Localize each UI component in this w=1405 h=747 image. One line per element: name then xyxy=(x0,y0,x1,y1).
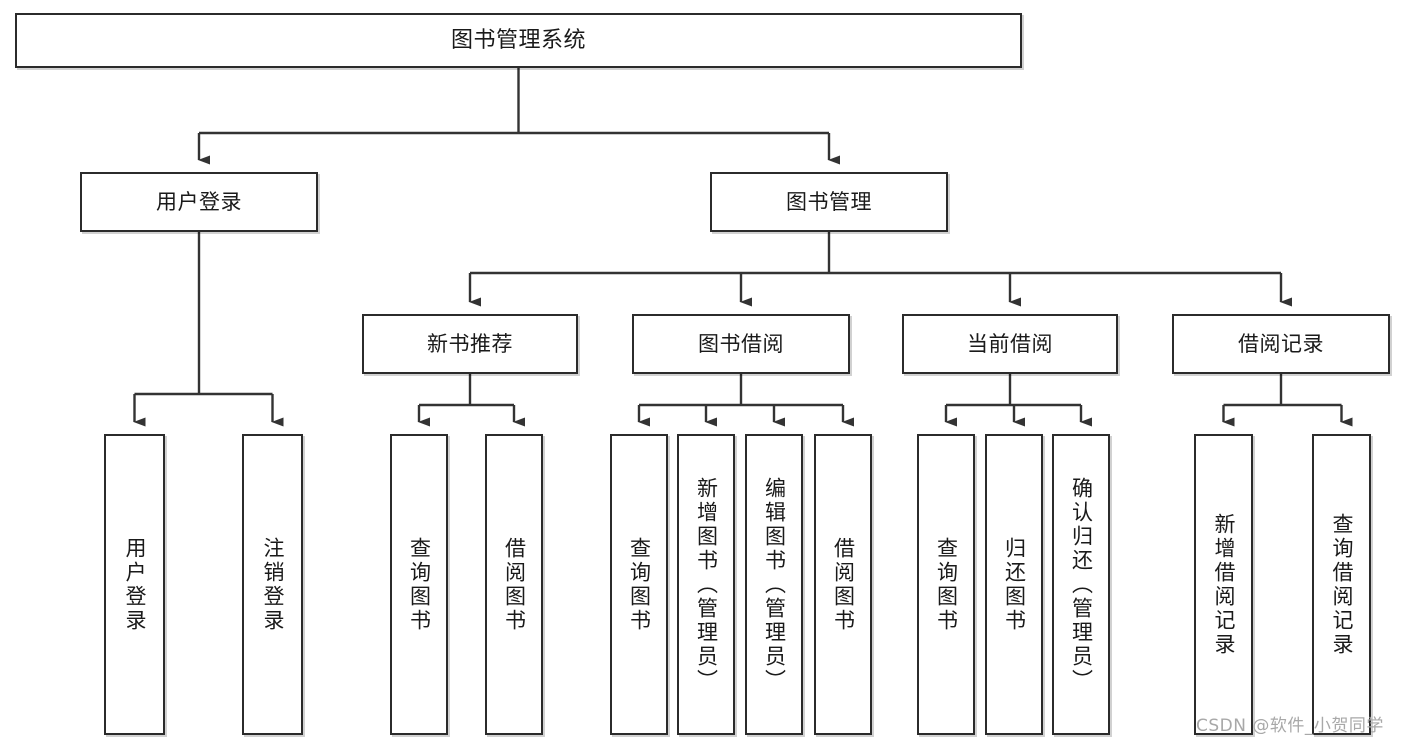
node-label: 归还图书 xyxy=(1002,536,1027,633)
node-label: 当前借阅 xyxy=(967,331,1053,356)
node-label: 用户登录 xyxy=(123,536,147,633)
node-leaf-user-logout[interactable]: 注销登录 xyxy=(242,434,303,735)
node-label: 用户登录 xyxy=(156,189,242,214)
node-label: 查询借阅记录 xyxy=(1330,512,1354,657)
node-leaf-query-book-new[interactable]: 查询图书 xyxy=(390,434,448,735)
node-label: 图书管理 xyxy=(786,189,872,214)
node-leaf-borrow-book-new[interactable]: 借阅图书 xyxy=(485,434,543,735)
node-leaf-query-borrow-record[interactable]: 查询借阅记录 xyxy=(1312,434,1371,735)
node-label: 借阅记录 xyxy=(1238,331,1324,356)
node-label: 新增借阅记录 xyxy=(1212,512,1236,657)
node-book-borrow[interactable]: 图书借阅 xyxy=(632,314,850,374)
node-label: 编辑图书（管理员） xyxy=(762,476,787,693)
node-leaf-return-book[interactable]: 归还图书 xyxy=(985,434,1043,735)
node-label: 查询图书 xyxy=(934,536,959,633)
csdn-watermark: CSDN @软件_小贺同学 xyxy=(1196,716,1384,736)
node-leaf-add-book-admin[interactable]: 新增图书（管理员） xyxy=(677,434,735,735)
node-current-borrow[interactable]: 当前借阅 xyxy=(902,314,1118,374)
node-new-book-recommend[interactable]: 新书推荐 xyxy=(362,314,578,374)
node-label: 新书推荐 xyxy=(427,331,513,356)
node-label: 确认归还（管理员） xyxy=(1069,476,1094,693)
node-leaf-add-borrow-record[interactable]: 新增借阅记录 xyxy=(1194,434,1253,735)
node-leaf-user-login[interactable]: 用户登录 xyxy=(104,434,165,735)
node-leaf-query-book-borrow[interactable]: 查询图书 xyxy=(610,434,668,735)
node-label: 注销登录 xyxy=(261,536,285,633)
node-label: 查询图书 xyxy=(627,536,652,633)
node-root[interactable]: 图书管理系统 xyxy=(15,13,1022,68)
node-label: 图书管理系统 xyxy=(450,27,586,53)
node-borrow-record[interactable]: 借阅记录 xyxy=(1172,314,1390,374)
node-leaf-borrow-book[interactable]: 借阅图书 xyxy=(814,434,872,735)
node-label: 借阅图书 xyxy=(502,536,527,633)
node-leaf-edit-book-admin[interactable]: 编辑图书（管理员） xyxy=(745,434,803,735)
node-leaf-confirm-return-admin[interactable]: 确认归还（管理员） xyxy=(1052,434,1110,735)
node-user-login[interactable]: 用户登录 xyxy=(80,172,318,232)
node-label: 查询图书 xyxy=(407,536,432,633)
node-leaf-query-book-current[interactable]: 查询图书 xyxy=(917,434,975,735)
node-label: 图书借阅 xyxy=(698,331,784,356)
node-label: 新增图书（管理员） xyxy=(694,476,719,693)
node-book-manage[interactable]: 图书管理 xyxy=(710,172,948,232)
node-label: 借阅图书 xyxy=(831,536,856,633)
